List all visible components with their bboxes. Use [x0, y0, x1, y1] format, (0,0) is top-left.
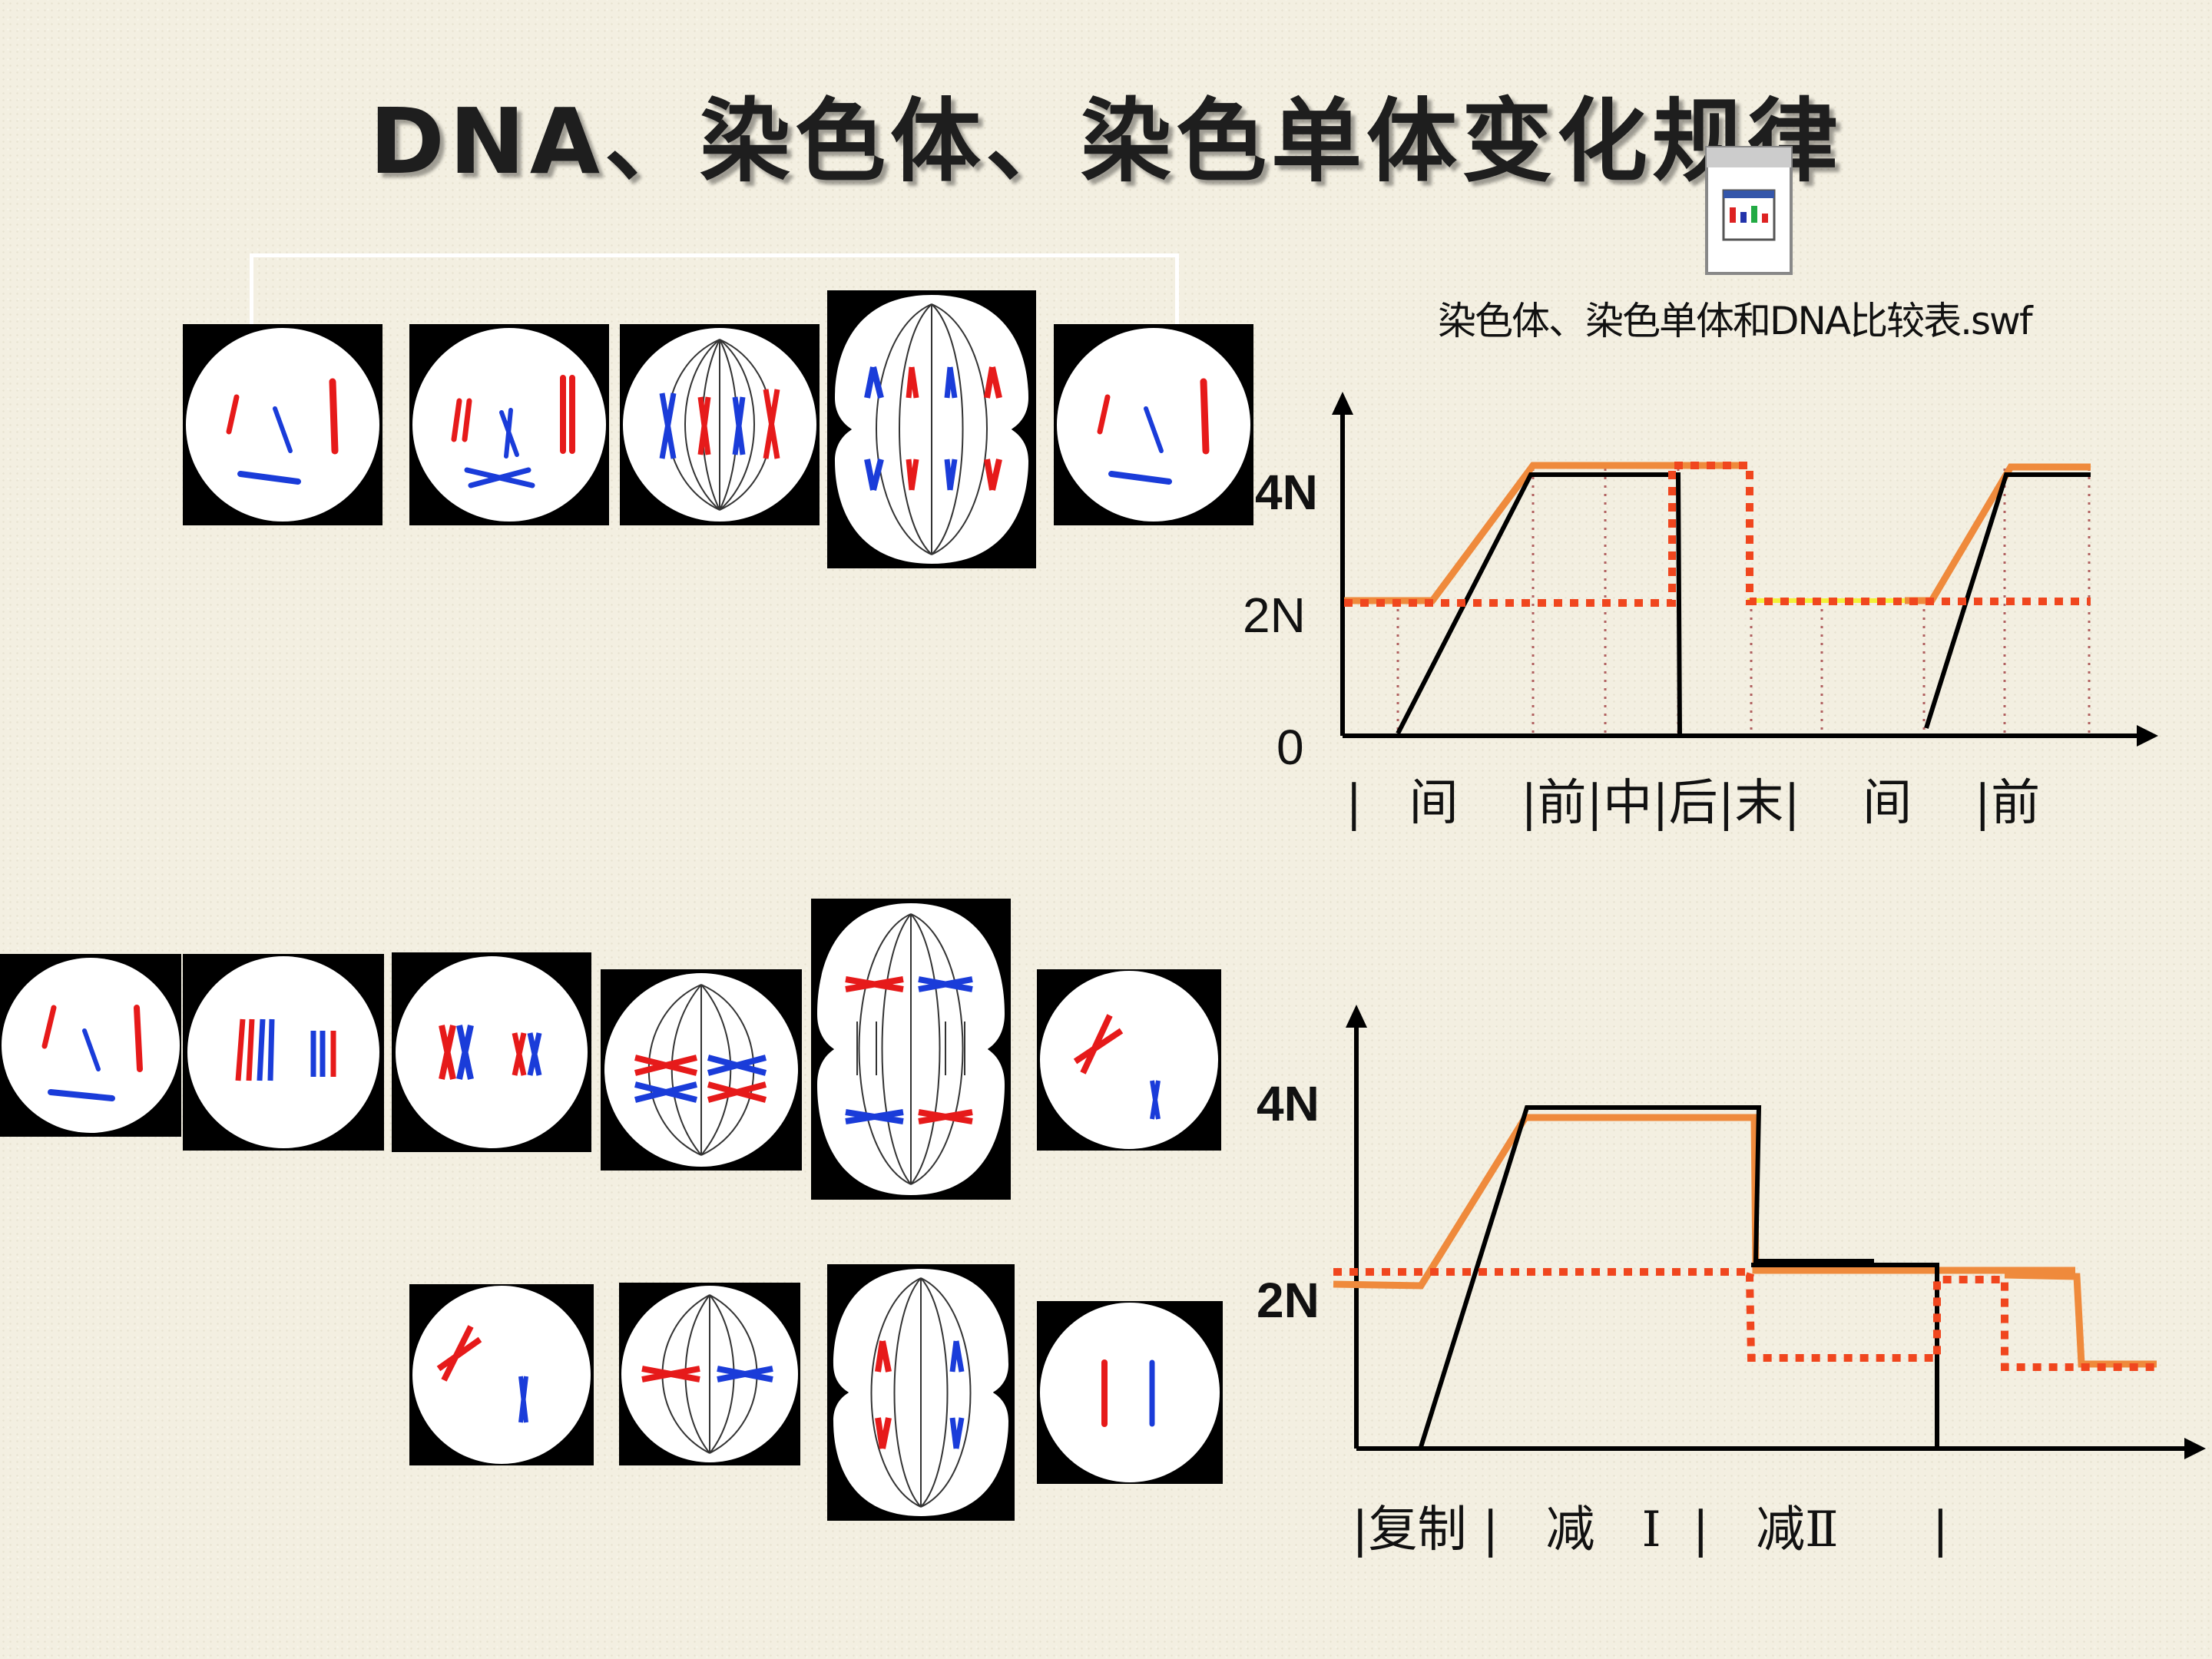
cell-interphase: [183, 324, 382, 525]
cell-meiosis-anaphase1: [811, 899, 1011, 1200]
mitosis-y-4n: 4N: [1255, 465, 1318, 520]
slide-title: DNA、染色体、染色单体变化规律: [369, 88, 1843, 194]
cell-meiosis-prophase2: [409, 1284, 594, 1465]
meiosis-graph: [1333, 1005, 2206, 1459]
cell-anaphase: [827, 290, 1036, 568]
cell-meiosis-gamete: [1037, 1301, 1223, 1484]
swf-file-icon[interactable]: [1704, 144, 1794, 276]
meiosis-y-2n: 2N: [1257, 1273, 1320, 1328]
cell-interphase-next: [1054, 324, 1253, 525]
cell-meiosis-metaphase1: [601, 969, 802, 1171]
meiosis-y-4n: 4N: [1257, 1076, 1320, 1131]
swf-file-name[interactable]: 染色体、染色单体和DNA比较表.swf: [1438, 299, 2033, 343]
mitosis-y-2n: 2N: [1243, 588, 1306, 643]
meiosis-stage-labels: |复制 | 减 Ⅰ | 减Ⅱ |: [1352, 1502, 1949, 1558]
mitosis-stage-labels: | 间 |前|中|后|末| 间 |前: [1346, 775, 2041, 832]
mitosis-graph: [1332, 392, 2158, 747]
cell-meiosis-prophase1: [183, 954, 384, 1151]
cell-prophase: [409, 324, 609, 525]
cell-meiosis-metaphase2: [619, 1283, 800, 1465]
cell-meiosis-tetrad: [392, 952, 591, 1152]
cell-metaphase: [620, 324, 820, 525]
cell-meiosis-secondary: [1037, 969, 1221, 1151]
cycle-bracket: [250, 253, 1179, 334]
cell-meiosis-anaphase2: [827, 1264, 1015, 1521]
cell-meiosis-interphase: [0, 954, 181, 1137]
mitosis-y-0: 0: [1277, 720, 1304, 775]
